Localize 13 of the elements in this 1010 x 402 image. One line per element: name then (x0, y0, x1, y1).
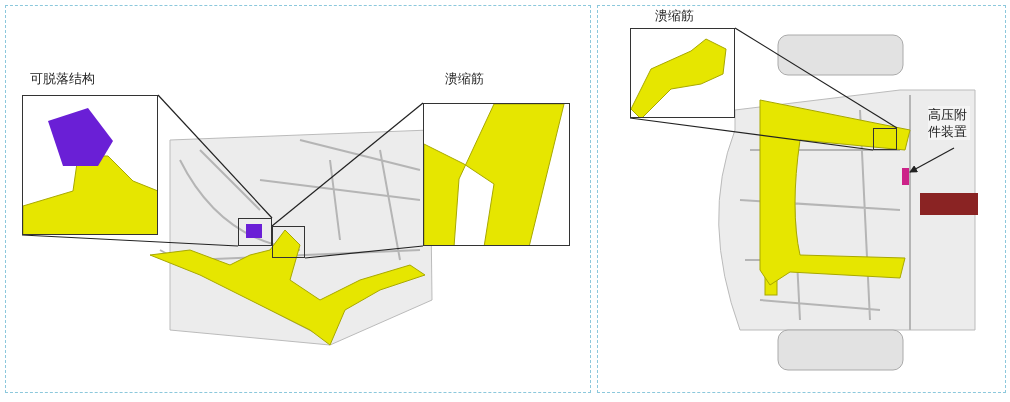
inset-heading: 溃缩筋 (655, 8, 694, 24)
inset-heading: 可脱落结构 (30, 71, 95, 87)
highlight-frame (873, 128, 897, 150)
arrow (909, 147, 955, 173)
inset-heading: 溃缩筋 (445, 71, 484, 87)
zoom-line (157, 94, 273, 219)
highlight-frame (238, 218, 272, 246)
zoom-line (734, 27, 898, 129)
zoom-line (271, 102, 424, 227)
callout-text: 高压附件装置 (928, 106, 970, 140)
highlight-frame (272, 226, 305, 258)
part-marker (902, 168, 909, 185)
zoom-line (304, 245, 424, 259)
